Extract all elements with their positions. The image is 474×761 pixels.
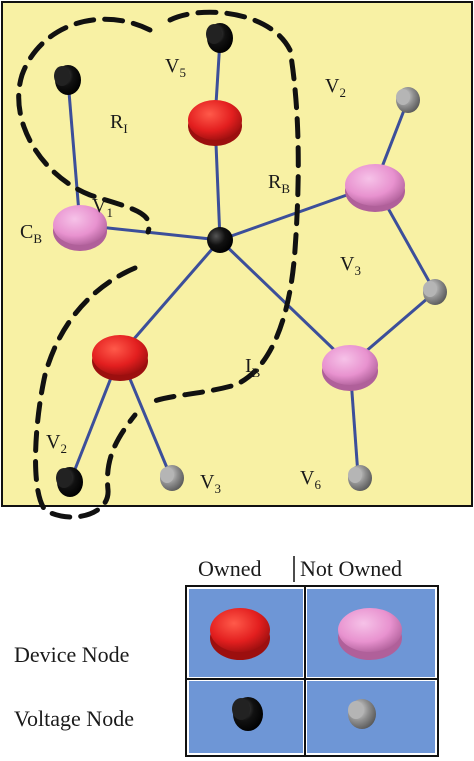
- edge-cb-ri: [66, 79, 82, 226]
- legend-row-voltage: Voltage Node: [14, 706, 134, 731]
- device-node-lower-owned: [92, 335, 148, 381]
- label-cb: CB: [20, 221, 42, 246]
- legend-notowned-device-symbol: [338, 608, 402, 660]
- label-v2-bottom: V2: [46, 431, 67, 456]
- label-v3-mid: V3: [340, 253, 361, 278]
- legend-col-not-owned: Not Owned: [300, 556, 402, 581]
- label-ib: IB: [245, 355, 261, 380]
- voltage-node-hub-owned: [207, 227, 233, 253]
- label-v6: V6: [300, 467, 321, 492]
- voltage-node-v2-not-owned: [396, 87, 420, 113]
- device-node-ib-not-owned: [322, 345, 378, 391]
- boundary-rb: [147, 9, 301, 406]
- legend-owned-device-symbol: [210, 608, 270, 660]
- label-v3-bottom: V3: [200, 471, 221, 496]
- boundary-ri: [16, 16, 153, 235]
- diagram-panel: [1, 1, 473, 507]
- label-ri: RI: [110, 111, 128, 136]
- legend-notowned-voltage-symbol: [348, 699, 376, 729]
- edge-hub-reddevice: [118, 239, 222, 356]
- node-labels: V5 V2 RI RB V1 CB V3 IB V2 V3 V6: [20, 55, 361, 496]
- device-nodes: [53, 100, 405, 391]
- device-node-cb-not-owned: [53, 205, 107, 251]
- voltage-node-v3b-not-owned: [160, 465, 184, 491]
- partition-boundaries: [16, 9, 301, 520]
- legend: Owned Not Owned Device Node Voltage Node: [14, 556, 439, 757]
- device-node-rb-not-owned: [345, 164, 405, 212]
- voltage-node-ri-owned: [54, 65, 81, 95]
- legend-row-device: Device Node: [14, 642, 129, 667]
- voltage-node-v2b-owned: [56, 467, 83, 497]
- legend-col-owned: Owned: [198, 556, 262, 581]
- boundary-ib: [33, 265, 138, 520]
- label-v1: V1: [92, 195, 113, 220]
- label-v2-top: V2: [325, 75, 346, 100]
- voltage-node-v3-not-owned: [423, 279, 447, 305]
- voltage-node-v5-owned: [206, 23, 233, 53]
- device-node-v5-owned: [188, 100, 242, 146]
- label-rb: RB: [268, 171, 290, 196]
- label-v5: V5: [165, 55, 186, 80]
- voltage-node-v6-not-owned: [348, 465, 372, 491]
- voltage-nodes: [54, 23, 447, 497]
- legend-owned-voltage-symbol: [232, 697, 263, 731]
